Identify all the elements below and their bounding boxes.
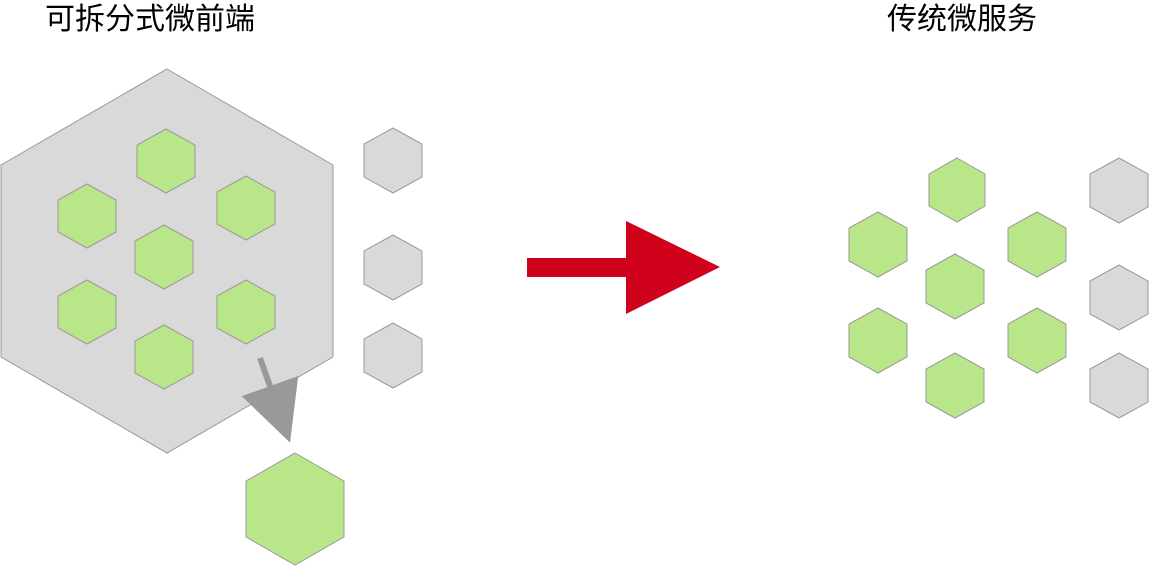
extracted-service-hexagon [245, 452, 345, 566]
service-hexagon-green [216, 279, 276, 345]
service-hexagon-green [848, 211, 908, 278]
service-hexagon-green [134, 324, 194, 390]
service-hexagon-green [925, 352, 985, 419]
microservices-gray [1089, 157, 1149, 419]
service-hexagon-green [134, 224, 194, 290]
service-hexagon-gray [1089, 157, 1149, 224]
service-hexagon-green [216, 175, 276, 241]
service-hexagon-green [1007, 307, 1067, 374]
title-micro-frontend: 可拆分式微前端 [45, 2, 255, 37]
service-hexagon-gray [1089, 352, 1149, 419]
service-hexagon-green [848, 307, 908, 374]
extract-arrow [241, 356, 299, 443]
service-hexagon-green [928, 157, 986, 223]
outside-services [363, 127, 423, 389]
service-hexagon-green [1007, 211, 1067, 278]
transition-arrow-shaft [527, 258, 631, 277]
service-hexagon-green [925, 253, 985, 320]
right-architecture [848, 157, 1149, 419]
transition-arrow [527, 221, 720, 314]
service-hexagon-gray [363, 322, 423, 389]
service-hexagon-green [57, 279, 117, 345]
container-services [57, 128, 276, 390]
microservices-green [848, 157, 1067, 419]
title-traditional-microservices: 传统微服务 [887, 2, 1037, 37]
service-hexagon-gray [363, 234, 423, 301]
left-architecture [0, 68, 423, 566]
service-hexagon-green [136, 128, 196, 194]
service-hexagon-gray [363, 127, 423, 194]
service-hexagon-green [57, 183, 117, 249]
service-hexagon-gray [1089, 264, 1149, 331]
transition-arrow-head [626, 221, 720, 314]
